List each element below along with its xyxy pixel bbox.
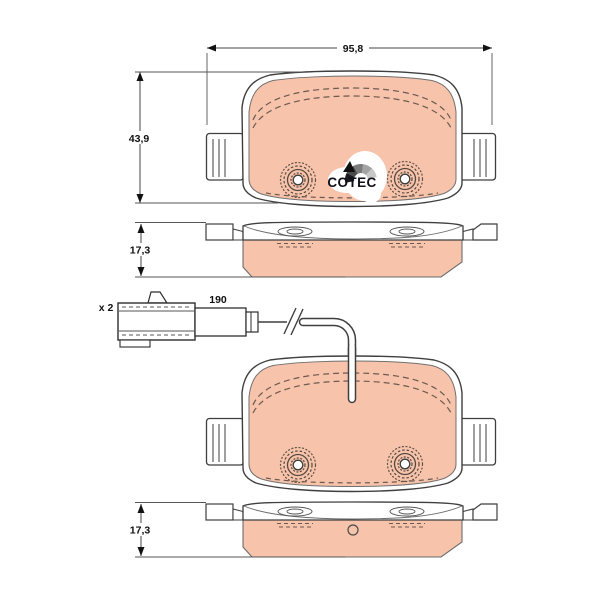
cotec-logo: COTEC bbox=[327, 151, 387, 203]
dimension-thickness-bottom: 17,3 bbox=[124, 502, 345, 558]
dim-width-label: 95,8 bbox=[343, 43, 364, 55]
dimension-pad-width: 95,8 bbox=[206, 41, 493, 125]
cotec-gauge-icon bbox=[343, 161, 377, 183]
sensor-quantity-label: x 2 bbox=[99, 302, 114, 314]
pad-side-view-top bbox=[205, 221, 498, 278]
cotec-logo-text: COTEC bbox=[327, 175, 376, 190]
dim-thickness-bottom-label: 17,3 bbox=[130, 525, 151, 537]
dimension-thickness-top: 17,3 bbox=[124, 222, 345, 278]
dim-height-label: 43,9 bbox=[129, 133, 150, 145]
dim-thickness-top-label: 17,3 bbox=[130, 245, 151, 257]
sensor-hole bbox=[347, 524, 359, 536]
sensor-length-label: 190 bbox=[209, 294, 227, 306]
sensor-tube bbox=[298, 317, 357, 404]
wire-break-symbol bbox=[283, 307, 304, 336]
wear-sensor-assembly: x 2 190 bbox=[99, 291, 357, 404]
pad-side-view-bottom bbox=[205, 501, 498, 558]
dimension-pad-height: 43,9 bbox=[122, 71, 305, 204]
sensor-connector bbox=[117, 291, 259, 348]
